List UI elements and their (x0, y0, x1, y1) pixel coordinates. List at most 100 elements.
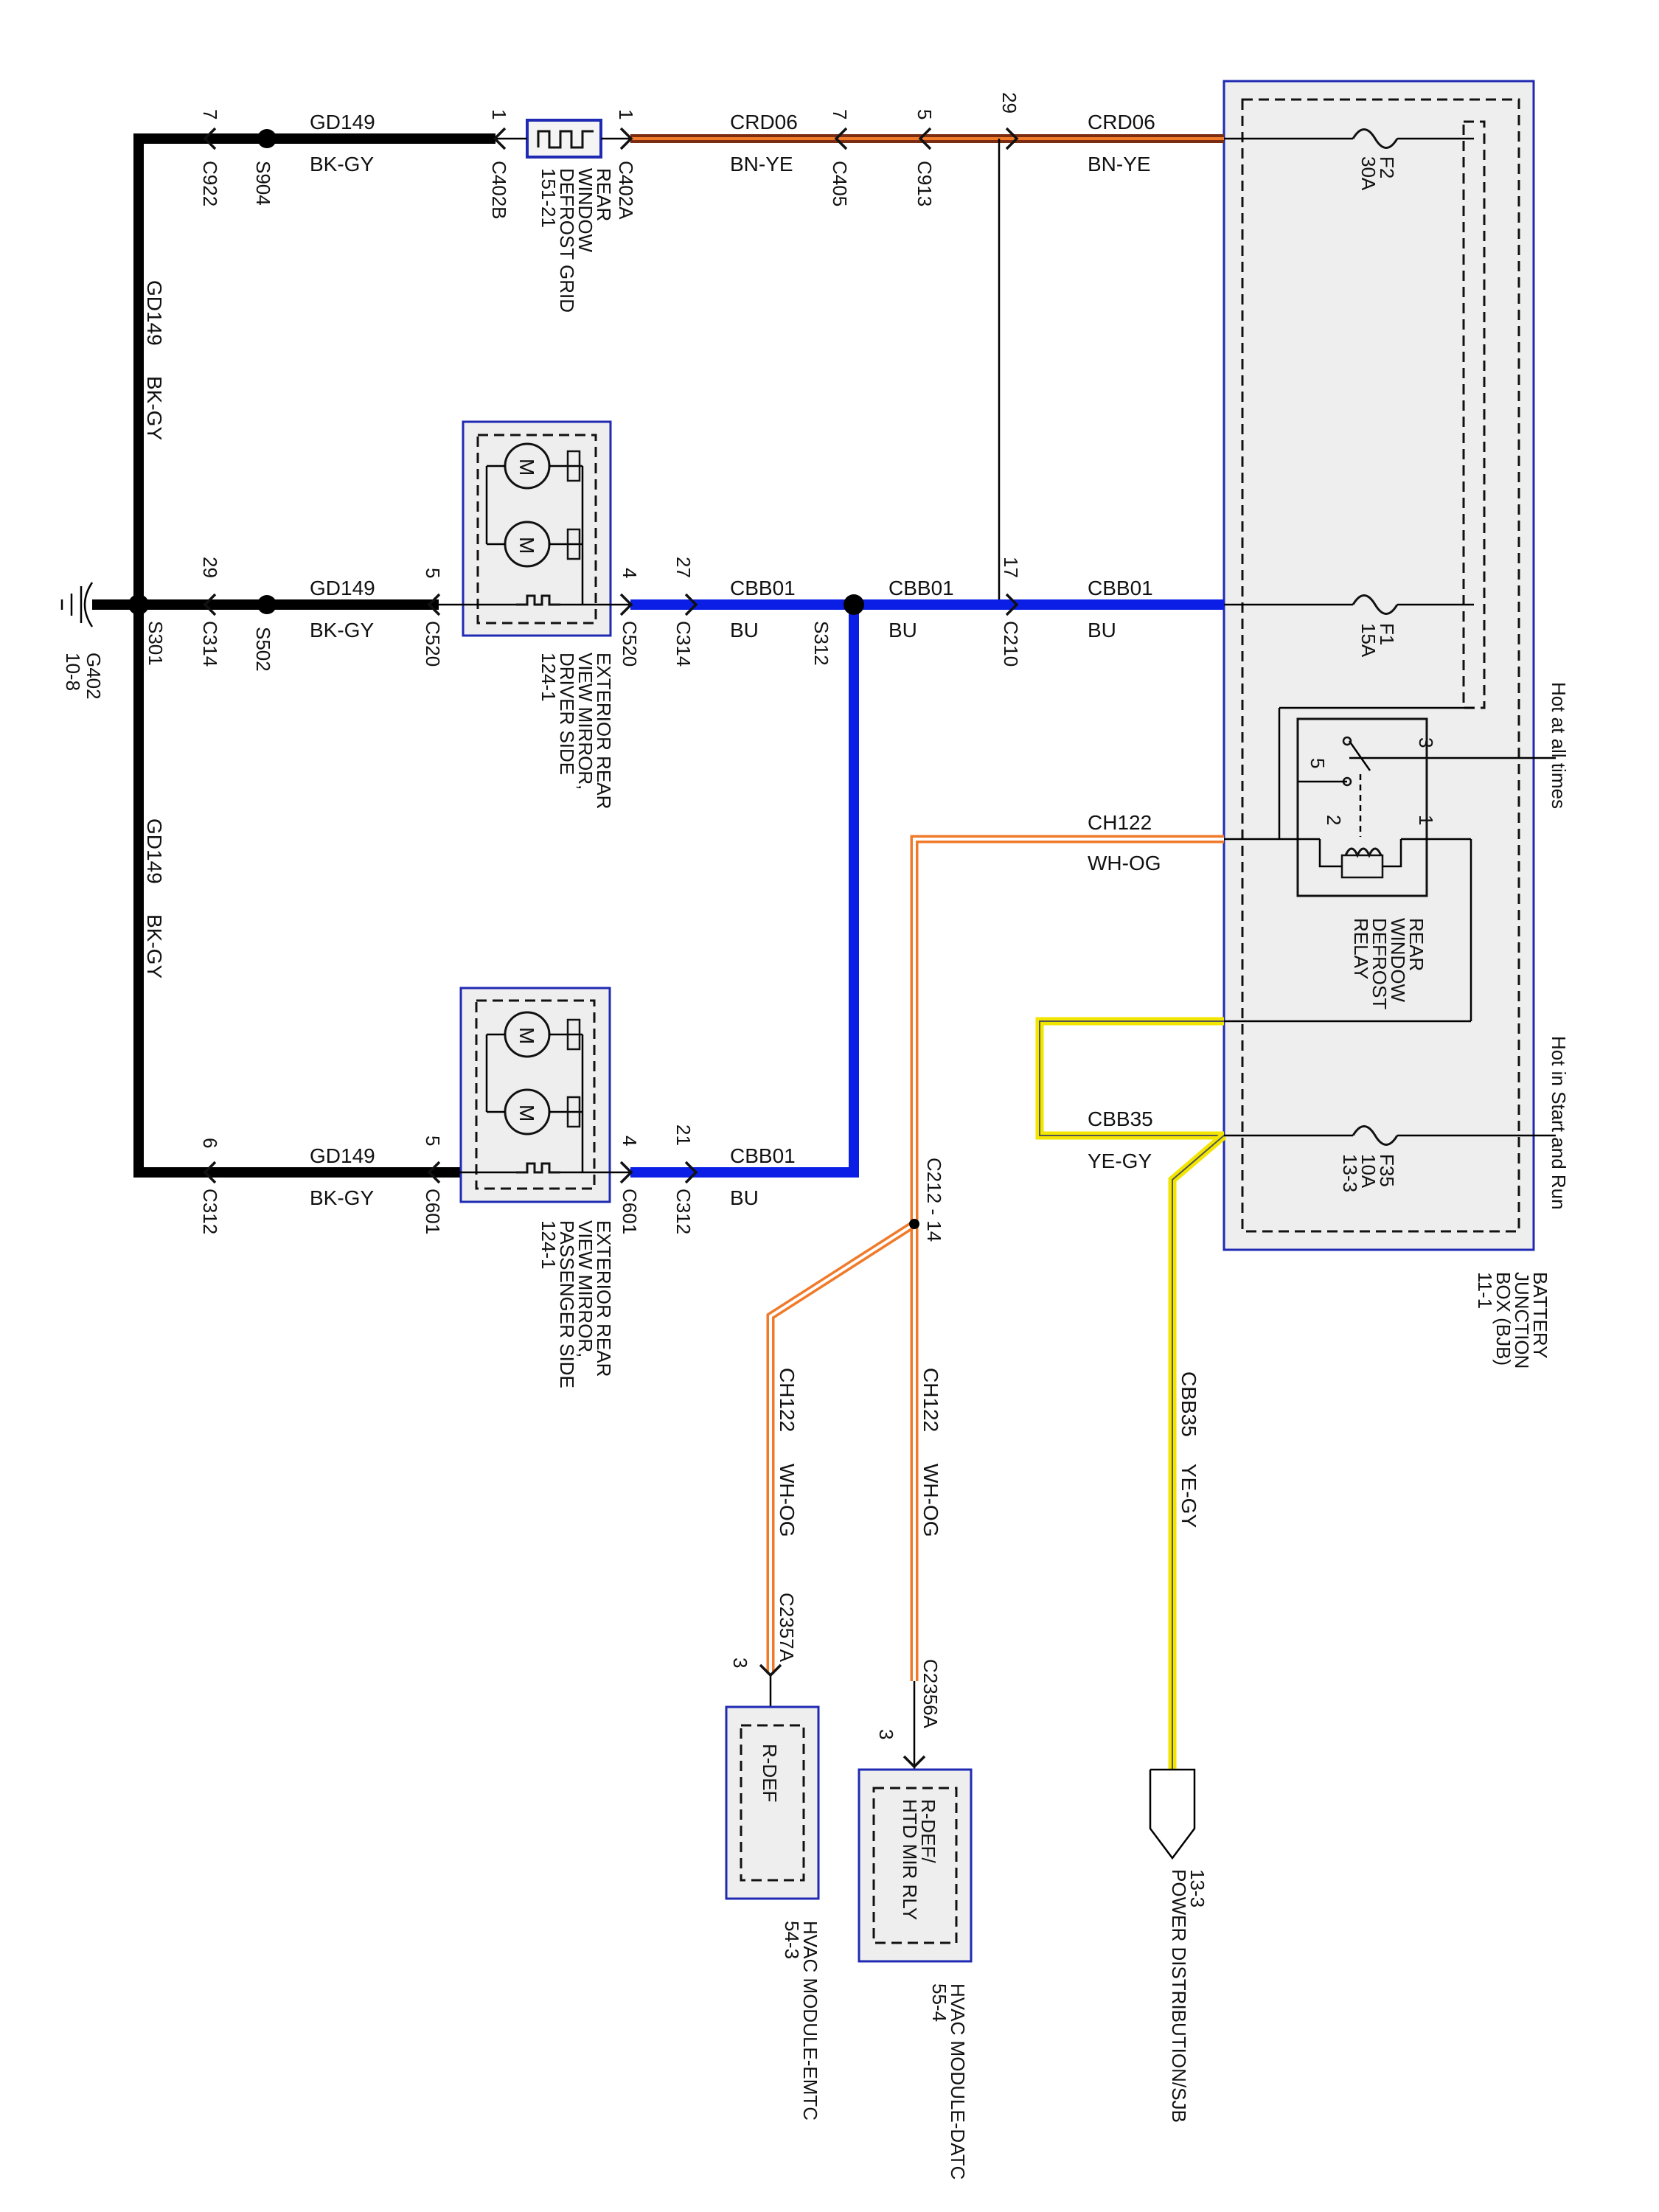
mirror-driver-line-2: VIEW MIRROR, (574, 653, 597, 790)
pin-c601-left: 5 (422, 1135, 444, 1146)
fuse-f2-rating: 30A (1357, 156, 1380, 191)
hvac-module-datc (858, 1768, 973, 1963)
fuse-f2-name: F2 (1376, 156, 1398, 178)
mirror-passenger-line-2: VIEW MIRROR, (574, 1220, 597, 1357)
label-c520-left: C520 (422, 621, 444, 667)
splice-s312-dot (844, 594, 864, 615)
mirror-driver-line-4: 124-1 (538, 653, 560, 702)
rear-window-defrost-relay (1279, 717, 1471, 897)
pin-c210-top: 29 (998, 92, 1020, 114)
label-c922: C922 (199, 161, 221, 206)
label-c212: C212 - 14 (923, 1158, 945, 1242)
pin-c405: 7 (829, 109, 851, 119)
bjb-line-4: 11-1 (1474, 1272, 1496, 1309)
wire-cbb01-b-circuit: CBB01 (888, 577, 954, 599)
hvac-datc-inner-1: R-DEF/ (917, 1799, 939, 1863)
defrost-grid-line-1: REAR (593, 168, 615, 221)
wire-ch122 (766, 835, 1224, 1773)
fuse-f1-name: F1 (1376, 623, 1398, 645)
wire-cbb35-vert-color: YE-GY (1178, 1464, 1200, 1528)
label-s502: S502 (252, 627, 274, 672)
mirror-driver-line-1: EXTERIOR REAR (593, 653, 615, 809)
fuse-f1-rating: 15A (1357, 623, 1380, 658)
note-hot-in-start-and-run: Hot in Start and Run (1548, 1036, 1570, 1210)
wire-gd149-vert1-circuit: GD149 (143, 280, 166, 346)
hvac-module-emtc (725, 1705, 820, 1900)
fuse-f35-symbol (1352, 1125, 1399, 1146)
wire-ch122-circuit: CH122 (1088, 811, 1152, 834)
label-c312-left: C312 (199, 1189, 221, 1234)
pin-c2356a: 3 (875, 1729, 897, 1739)
hvac-emtc-name: HVAC MODULE-EMTC (799, 1921, 821, 2121)
mirror-driver-line-3: DRIVER SIDE (556, 653, 578, 775)
wire-cbb01-d-circuit: CBB01 (730, 1144, 796, 1167)
fuse-f2-symbol (1352, 128, 1399, 149)
wire-gd149-mid-color: BK-GY (310, 619, 374, 641)
label-c314-right: C314 (672, 621, 695, 667)
hvac-datc-ref: 55-4 (928, 1983, 950, 2022)
label-c601-right: C601 (619, 1189, 641, 1234)
label-s312: S312 (810, 621, 832, 666)
power-dist-name: POWER DISTRIBUTION/SJB (1168, 1869, 1190, 2123)
wire-crd06 (630, 134, 1224, 605)
label-c402b: C402B (488, 161, 510, 220)
relay-labels: REAR WINDOW DEFROST RELAY 3 5 2 1 (1307, 737, 1437, 1009)
hvac-emtc-inner: R-DEF (759, 1744, 781, 1802)
mirror-driver-side (439, 420, 630, 637)
wire-cbb35-color: YE-GY (1088, 1150, 1152, 1172)
wire-gd149-vert2-color: BK-GY (143, 914, 166, 978)
splice-s301-dot (128, 594, 149, 615)
wire-gd149-mid-circuit: GD149 (310, 577, 375, 599)
motor-driver-2-label: M (515, 537, 538, 554)
relay-name-line-3: DEFROST (1368, 918, 1391, 1009)
wire-cbb01-c-circuit: CBB01 (1088, 577, 1153, 599)
splice-c212-dot (909, 1219, 919, 1229)
ground-g402-label: G402 (83, 653, 105, 700)
wire-cbb01 (630, 599, 1224, 1178)
relay-name-line-2: WINDOW (1387, 918, 1409, 1003)
label-c405: C405 (829, 161, 851, 206)
hvac-labels: R-DEF HVAC MODULE-EMTC 54-3 R-DEF/ HTD M… (759, 1744, 1208, 2180)
label-c520-right: C520 (619, 621, 641, 667)
wire-cbb01-d-color: BU (730, 1186, 759, 1209)
hvac-emtc-ref: 54-3 (781, 1921, 803, 1959)
wire-cbb01-a-circuit: CBB01 (730, 577, 796, 599)
wire-cbb01-c-color: BU (1088, 619, 1116, 641)
wire-cbb35-circuit: CBB35 (1088, 1107, 1153, 1130)
label-c2357a: C2357A (776, 1593, 798, 1663)
pin-c922: 7 (199, 109, 221, 119)
bjb-line-1: BATTERY (1529, 1272, 1551, 1359)
defrost-grid-line-3: DEFROST GRID (556, 168, 578, 313)
splice-s904-dot (257, 129, 276, 148)
mirror-driver-label: EXTERIOR REAR VIEW MIRROR, DRIVER SIDE 1… (515, 459, 615, 809)
wire-gd149-top-color: BK-GY (310, 153, 374, 175)
splice-s502-dot (257, 595, 276, 614)
wire-crd06-right-color: BN-YE (1088, 153, 1151, 175)
note-hot-at-all-times: Hot at all times (1548, 682, 1570, 809)
hvac-datc-inner-2: HTD MIR RLY (899, 1799, 921, 1920)
bjb-labels: BATTERY JUNCTION BOX (BJB) 11-1 Hot at a… (1474, 682, 1570, 1368)
fuse-f1-symbol (1352, 594, 1399, 615)
label-c913: C913 (914, 161, 936, 206)
wire-ch122-vert-emtc-circuit: CH122 (776, 1368, 799, 1432)
motor-passenger-1-label: M (515, 1027, 538, 1044)
bjb-line-2: JUNCTION (1511, 1272, 1533, 1368)
hvac-datc-name: HVAC MODULE-DATC (947, 1983, 969, 2180)
pin-c402b: 1 (488, 109, 510, 119)
bjb-internal-lines (1224, 137, 1556, 1137)
mirror-passenger-line-3: PASSENGER SIDE (556, 1220, 578, 1388)
relay-pin-3: 3 (1415, 737, 1437, 748)
label-c402a: C402A (615, 161, 637, 220)
wire-ch122-color: WH-OG (1088, 852, 1161, 874)
wire-gd149-vert2-circuit: GD149 (143, 818, 166, 884)
pin-c210: 17 (1000, 557, 1022, 578)
label-c2356a: C2356A (919, 1659, 942, 1729)
relay-pin-1: 1 (1415, 815, 1437, 825)
label-c314-left: C314 (199, 621, 221, 667)
wire-cbb35-vert-circuit: CBB35 (1178, 1371, 1200, 1437)
label-s301: S301 (145, 621, 167, 666)
wire-ch122-vert-datc-color: WH-OG (919, 1464, 942, 1537)
fuse-f35-rating: 10A (1357, 1154, 1380, 1189)
label-s904: S904 (252, 161, 274, 206)
fuse-f35-name: F35 (1376, 1154, 1398, 1187)
